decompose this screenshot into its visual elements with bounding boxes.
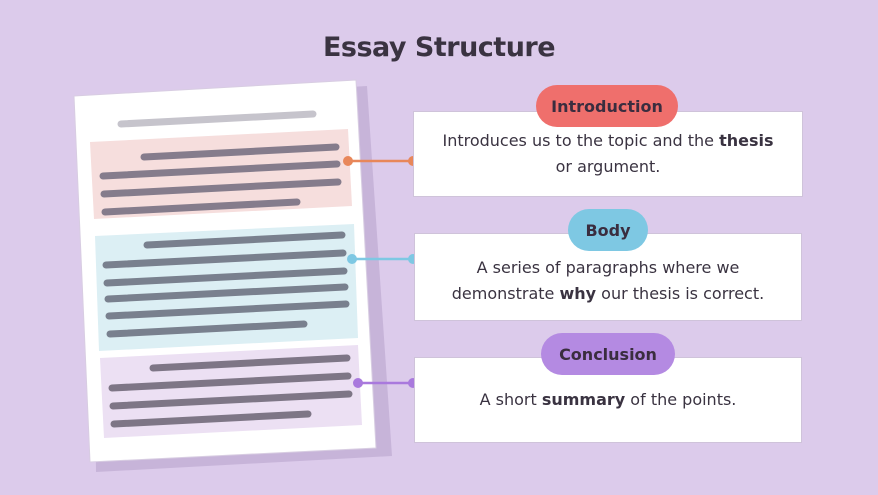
body-description: A series of paragraphs where we demonstr… <box>451 258 765 303</box>
body-description-card: A series of paragraphs where we demonstr… <box>414 233 802 321</box>
intro-label: Introduction <box>551 96 663 116</box>
intro-label-pill: Introduction <box>536 85 678 127</box>
intro-description-card: Introduces us to the topic and the thesi… <box>413 111 803 197</box>
conclusion-description: A short summary of the points. <box>479 390 737 409</box>
conclusion-label: Conclusion <box>559 344 657 364</box>
body-label: Body <box>585 220 631 240</box>
intro-description: Introduces us to the topic and the thesi… <box>442 131 774 176</box>
body-label-pill: Body <box>568 209 648 251</box>
page-title: Essay Structure <box>322 32 556 63</box>
body-connector <box>347 254 418 264</box>
conclusion-label-pill: Conclusion <box>541 333 675 375</box>
